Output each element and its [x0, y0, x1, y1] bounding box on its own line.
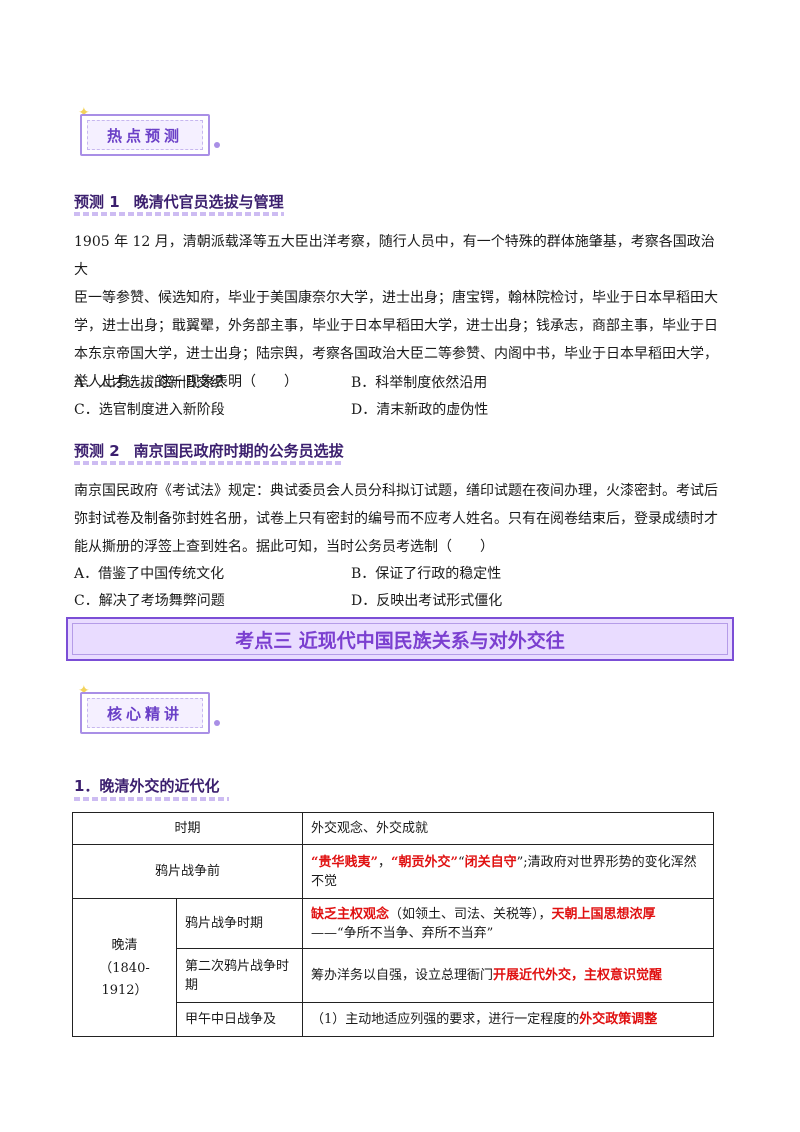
highlight-text: “朝贡外交”	[390, 854, 458, 870]
stem-line: 学，进士出身；戢翼翚，外务部主事，毕业于日本早稻田大学，进士出身；钱承志，商部主…	[74, 318, 718, 334]
badge-frame: 热点预测	[80, 114, 210, 156]
content-text: 筹办洋务以自强，设立总理衙门	[311, 968, 494, 983]
highlight-text: 天朝上国思想浓厚	[551, 906, 656, 922]
badge-label: 核心精讲	[87, 698, 203, 728]
content-text: ——“争所不当争、弃所不当弃”	[311, 925, 494, 941]
option-d: D．反映出考试形式僵化	[351, 593, 503, 609]
content-text: （如领土、司法、关税等），	[389, 906, 552, 922]
prediction-1-stem: 1905 年 12 月，清朝派载泽等五大臣出洋考察，随行人员中，有一个特殊的群体…	[74, 228, 726, 396]
stem-line: 臣一等参赞、候选知府，毕业于美国康奈尔大学，进士出身；唐宝锷，翰林院检讨，毕业于…	[74, 290, 718, 306]
highlight-text: 开展近代外交，主权意识觉醒	[493, 968, 663, 983]
stem-line: 能从撕册的浮签上查到姓名。据此可知，当时公务员考选制（ ）	[74, 539, 494, 555]
option-b: B．保证了行政的稳定性	[351, 566, 502, 582]
core-lecture-badge: ✦ 核心精讲	[68, 683, 220, 736]
content-text: （1）主动地适应列强的要求，进行一定程度的	[311, 1012, 580, 1027]
period-cell: 甲午中日战争及	[176, 1002, 303, 1037]
option-b: B．科举制度依然沿用	[351, 375, 488, 391]
prediction-title: 南京国民政府时期的公务员选拔	[133, 442, 344, 460]
period-cell: 第二次鸦片战争时期	[176, 948, 303, 1003]
heading-underline	[74, 797, 230, 801]
stem-line: 1905 年 12 月，清朝派载泽等五大臣出洋考察，随行人员中，有一个特殊的群体…	[74, 234, 715, 278]
section-title: 考点三 近现代中国民族关系与对外交往	[235, 629, 565, 652]
star-icon: ✦	[78, 105, 90, 121]
hot-prediction-badge: ✦ 热点预测	[68, 105, 220, 158]
decor-dot-icon	[214, 720, 220, 726]
late-qing-cell: 晚清 （1840-1912）	[72, 898, 177, 1037]
option-c: C．选官制度进入新阶段	[74, 402, 225, 418]
star-icon: ✦	[78, 683, 90, 699]
subsection-title: 1．晚清外交的近代化	[74, 777, 220, 795]
subsection-heading: 1．晚清外交的近代化	[74, 775, 230, 801]
prediction-1-heading: 预测 1 晚清代官员选拔与管理	[74, 191, 284, 216]
content-cell: 缺乏主权观念（如领土、司法、关税等），天朝上国思想浓厚 ——“争所不当争、弃所不当…	[302, 898, 714, 949]
content-text: ”;清政府对世界形势的变化浑然不觉	[311, 854, 697, 889]
highlight-text: 外交政策调整	[579, 1012, 658, 1027]
highlight-text: 缺乏主权观念	[311, 906, 390, 922]
heading-underline	[74, 461, 344, 465]
badge-frame: 核心精讲	[80, 692, 210, 734]
header-cell: 时期	[72, 812, 303, 845]
content-cell: “贵华贱夷”，“朝贡外交”“闭关自守”;清政府对世界形势的变化浑然不觉	[302, 844, 714, 899]
header-cell: 外交观念、外交成就	[302, 812, 714, 845]
option-c: C．解决了考场舞弊问题	[74, 593, 225, 609]
heading-underline	[74, 212, 284, 216]
stem-line: 本东京帝国大学，进士出身；陆宗舆，考察各国政治大臣二等参赞、内阁中书，毕业于日本…	[74, 346, 718, 362]
option-a: A．人才选拔的新旧交织	[74, 375, 225, 391]
option-a: A．借鉴了中国传统文化	[74, 566, 225, 582]
decor-dot-icon	[214, 142, 220, 148]
prediction-2-stem: 南京国民政府《考试法》规定：典试委员会人员分科拟订试题，缮印试题在夜间办理，火漆…	[74, 477, 726, 561]
stem-line: 举人出身……这一现象表明（ ）	[74, 374, 298, 390]
prediction-2-heading: 预测 2 南京国民政府时期的公务员选拔	[74, 440, 344, 465]
late-qing-years: （1840-1912）	[99, 960, 150, 998]
stem-line: 南京国民政府《考试法》规定：典试委员会人员分科拟订试题，缮印试题在夜间办理，火漆…	[74, 483, 718, 499]
highlight-text: 闭关自守	[464, 854, 517, 870]
highlight-text: “贵华贱夷”	[311, 854, 378, 870]
content-text: “	[457, 854, 465, 870]
prediction-number: 预测 1	[74, 193, 120, 211]
stem-line: 弥封试卷及制备弥封姓名册，试卷上只有密封的编号而不应考人姓名。只有在阅卷结束后，…	[74, 511, 718, 527]
content-cell: （1）主动地适应列强的要求，进行一定程度的外交政策调整	[302, 1002, 714, 1037]
table-header-row: 时期 外交观念、外交成就	[72, 812, 714, 845]
prediction-number: 预测 2	[74, 442, 120, 460]
section-title-banner: 考点三 近现代中国民族关系与对外交往	[66, 617, 734, 661]
table-row: 晚清 （1840-1912） 鸦片战争时期 缺乏主权观念（如领土、司法、关税等）…	[72, 898, 714, 1037]
prediction-title: 晚清代官员选拔与管理	[133, 193, 284, 211]
content-text: ，	[377, 854, 391, 870]
period-cell: 鸦片战争时期	[176, 898, 303, 949]
late-qing-label: 晚清	[111, 937, 138, 953]
period-cell: 鸦片战争前	[72, 844, 303, 899]
badge-label: 热点预测	[87, 120, 203, 150]
table-row: 甲午中日战争及 （1）主动地适应列强的要求，进行一定程度的外交政策调整	[73, 1002, 714, 1037]
diplomacy-table: 时期 外交观念、外交成就 鸦片战争前 “贵华贱夷”，“朝贡外交”“闭关自守”;清…	[72, 812, 714, 1037]
content-cell: 筹办洋务以自强，设立总理衙门开展近代外交，主权意识觉醒	[302, 948, 714, 1003]
table-row: 鸦片战争前 “贵华贱夷”，“朝贡外交”“闭关自守”;清政府对世界形势的变化浑然不…	[72, 844, 714, 899]
option-d: D．清末新政的虚伪性	[351, 402, 489, 418]
